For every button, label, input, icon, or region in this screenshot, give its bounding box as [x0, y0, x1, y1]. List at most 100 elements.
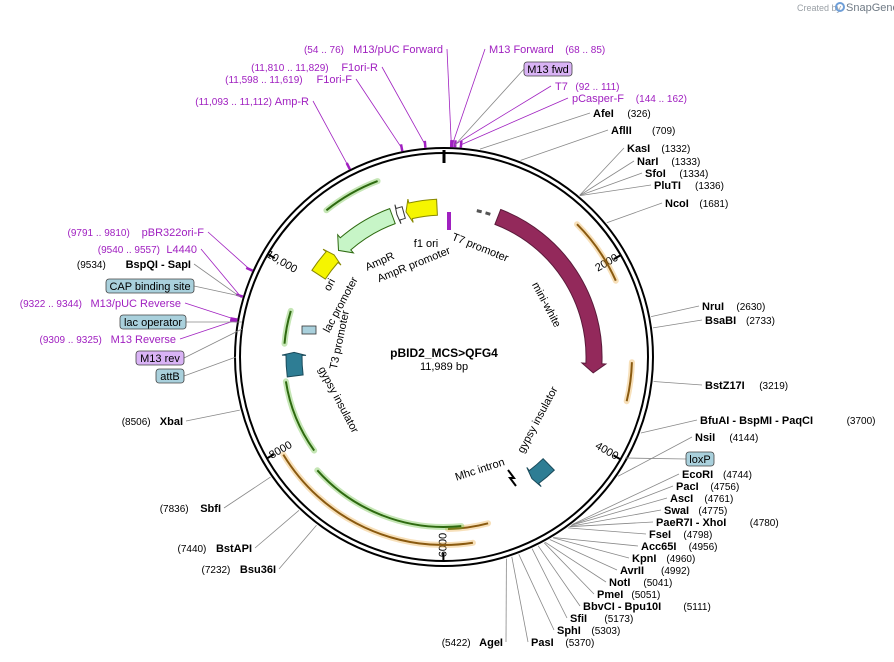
feature-label-mhc-intron-10: Mhc intron: [454, 456, 507, 483]
restriction-site-pluti[interactable]: PluTI(1336): [654, 180, 724, 192]
region-glow-orange-1: [574, 221, 619, 284]
primer-range-amp-r: (11,093 .. 11,112): [195, 97, 272, 108]
site-leader-afei: [479, 112, 591, 150]
primer-range-m13-reverse: (9309 .. 9325): [40, 335, 102, 346]
site-position-bsu36i: (7232): [201, 565, 230, 576]
primer-m13-puc-reverse[interactable]: M13/pUC Reverse(9322 .. 9344): [20, 298, 181, 310]
primer-pbr322ori-f[interactable]: pBR322ori-F(9791 .. 9810): [68, 227, 205, 239]
restriction-site-fsei[interactable]: FseI(4798): [649, 529, 712, 541]
restriction-site-aflii[interactable]: AflII(709): [611, 125, 675, 137]
badge-label-cap-binding-site: CAP binding site: [109, 281, 190, 293]
site-leader-kasi: [579, 147, 625, 196]
primer-leader-t7: [455, 85, 552, 145]
restriction-site-bstz17i[interactable]: BstZ17I(3219): [705, 380, 788, 392]
restriction-site-bspqi-sapi[interactable]: BspQI - SapI(9534): [77, 259, 191, 271]
primer-t7[interactable]: T7(92 .. 111): [555, 81, 620, 93]
site-position-ecori: (4744): [723, 470, 752, 481]
restriction-site-kpni[interactable]: KpnI(4960): [632, 553, 695, 565]
restriction-site-bsu36i[interactable]: Bsu36I(7232): [201, 564, 276, 576]
primer-m13-forward[interactable]: M13 Forward(68 .. 85): [489, 44, 605, 56]
primer-leader-l4440: [200, 248, 241, 297]
restriction-site-sphi[interactable]: SphI(5303): [557, 625, 620, 637]
restriction-site-paer7i-xhoi[interactable]: PaeR7I - XhoI(4780): [656, 517, 779, 529]
site-position-nari: (1333): [671, 157, 700, 168]
primer-f1ori-f[interactable]: F1ori-F(11,598 .. 11,619): [225, 74, 352, 86]
badge-leader-loxp: [624, 457, 687, 460]
feature-badge-lac-operator[interactable]: lac operator: [119, 314, 187, 330]
restriction-site-swai[interactable]: SwaI(4775): [664, 505, 727, 517]
primer-leader-m13-puc-reverse: [184, 302, 235, 320]
primer-m13-reverse[interactable]: M13 Reverse(9309 .. 9325): [40, 334, 176, 346]
restriction-site-sfoi[interactable]: SfoI (1334): [645, 168, 708, 180]
restriction-site-acc65i[interactable]: Acc65I(4956): [641, 541, 718, 553]
site-position-fsei: (4798): [683, 530, 712, 541]
primer-m13-puc-forward[interactable]: M13/pUC Forward(54 .. 76): [304, 44, 443, 56]
restriction-site-asci[interactable]: AscI(4761): [670, 493, 733, 505]
restriction-site-noti[interactable]: NotI(5041): [609, 577, 672, 589]
restriction-site-pmei[interactable]: PmeI(5051): [597, 589, 660, 601]
restriction-site-bstapi[interactable]: BstAPI(7440): [177, 543, 252, 555]
site-name-sfoi: SfoI: [645, 168, 666, 180]
restriction-site-nsii[interactable]: NsiI(4144): [695, 432, 758, 444]
feature-badge-cap-binding-site[interactable]: CAP binding site: [105, 278, 195, 294]
primer-name-m13-puc-reverse: M13/pUC Reverse: [91, 298, 181, 310]
restriction-site-kasi[interactable]: KasI(1332): [627, 143, 690, 155]
site-name-pasi: PasI: [531, 637, 554, 649]
site-leader-bstz17i: [653, 381, 703, 386]
primer-l4440[interactable]: L4440(9540 .. 9557): [98, 244, 197, 256]
site-leader-aflii: [520, 129, 609, 161]
primer-f1ori-r[interactable]: F1ori-R(11,810 .. 11,829): [251, 62, 378, 74]
primer-leader-m13-forward: [452, 48, 486, 145]
feature-badge-m13-rev[interactable]: M13 rev: [135, 350, 185, 366]
feature-badge-m13-fwd[interactable]: M13 fwd: [523, 61, 573, 77]
site-name-xbai: XbaI: [160, 416, 183, 428]
primer-pcasper-f[interactable]: pCasper-F(144 .. 162): [572, 93, 687, 105]
brand-logo: SnapGene: [846, 2, 894, 14]
primer-range-pbr322ori-f: (9791 .. 9810): [68, 228, 130, 239]
site-position-sfoi: (1334): [679, 169, 708, 180]
restriction-site-afei[interactable]: AfeI(326): [593, 108, 651, 120]
feature-badge-loxp[interactable]: loxP: [685, 451, 715, 467]
site-position-acc65i: (4956): [689, 542, 718, 553]
primer-leader-f1ori-r: [381, 66, 426, 145]
badge-box-m13-rev: [135, 350, 185, 366]
restriction-site-nari[interactable]: NarI(1333): [637, 156, 700, 168]
restriction-site-bbvci-bpu10i[interactable]: BbvCI - Bpu10I(5111): [583, 601, 711, 613]
restriction-site-ncoi[interactable]: NcoI(1681): [665, 198, 728, 210]
badge-box-cap-binding-site: [105, 278, 195, 294]
primer-leader-pcasper-f: [460, 97, 569, 146]
restriction-site-bsabi[interactable]: BsaBI(2733): [705, 315, 775, 327]
site-leader-avrii: [549, 539, 618, 571]
site-position-avrii: (4992): [661, 566, 690, 577]
site-position-afei: (326): [627, 109, 650, 120]
region-line-green-3: [283, 310, 292, 344]
restriction-site-pasi[interactable]: PasI(5370): [531, 637, 594, 649]
restriction-site-ecori[interactable]: EcoRI(4744): [682, 469, 752, 481]
primer-leader-amp-r: [312, 100, 349, 167]
site-name-noti: NotI: [609, 577, 630, 589]
feature-badge-attb[interactable]: attB: [155, 368, 185, 384]
primer-amp-r[interactable]: Amp-R(11,093 .. 11,112): [195, 96, 309, 108]
site-position-paer7i-xhoi: (4780): [750, 518, 779, 529]
site-leader-bsu36i: [278, 524, 317, 570]
region-glow-orange-3: [280, 451, 476, 548]
feature-label-ori-7: ori: [322, 277, 338, 293]
region-line-orange-4: [447, 522, 489, 530]
site-position-aflii: (709): [652, 126, 675, 137]
restriction-site-sfii[interactable]: SfiI(5173): [570, 613, 633, 625]
restriction-site-xbai[interactable]: XbaI(8506): [122, 416, 183, 428]
restriction-site-sbfi[interactable]: SbfI(7836): [160, 503, 221, 515]
site-leader-sbfi: [223, 476, 271, 509]
site-position-asci: (4761): [704, 494, 733, 505]
mhc-intron-icon: [507, 469, 517, 487]
restriction-site-avrii[interactable]: AvrII(4992): [620, 565, 690, 577]
restriction-site-bfuai-bspmi-paqci[interactable]: BfuAI - BspMI - PaqCI(3700): [700, 415, 876, 427]
site-name-ncoi: NcoI: [665, 198, 689, 210]
site-position-bstz17i: (3219): [759, 381, 788, 392]
badge-label-m13-rev: M13 rev: [140, 353, 180, 365]
restriction-site-nrui[interactable]: NruI(2630): [702, 301, 765, 313]
restriction-site-agei[interactable]: AgeI(5422): [442, 637, 503, 649]
restriction-site-paci[interactable]: PacI(4756): [676, 481, 739, 493]
